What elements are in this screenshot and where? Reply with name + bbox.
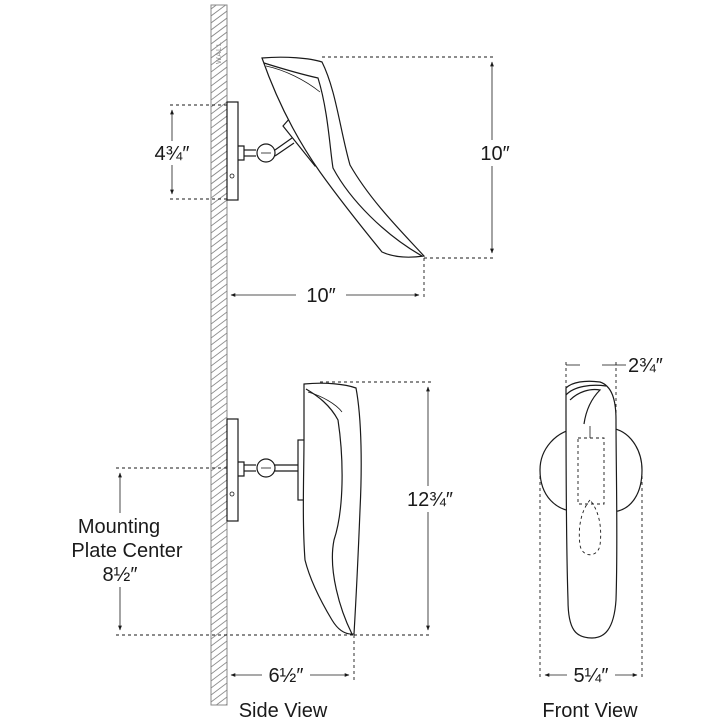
lower-extension-dimension: 6½″ (230, 635, 355, 687)
mounting-label-line2: Plate Center (71, 540, 183, 562)
front-fixture (539, 380, 643, 639)
lower-screw (229, 491, 235, 497)
side-view-label: Side View (239, 700, 328, 722)
upper-height-dimension: 10″ (322, 56, 520, 259)
mounting-label-line1: Mounting (78, 516, 160, 538)
mounting-value-label: 8½″ (103, 564, 138, 586)
upper-extension-label: 10″ (306, 285, 335, 307)
mounting-plate-dimension: Mounting Plate Center 8½″ (66, 467, 354, 636)
upper-extension-dimension: 10″ (230, 258, 425, 307)
upper-fixture (226, 56, 426, 258)
upper-plate-dimension: 4¾″ (145, 104, 227, 200)
lower-backplate (226, 418, 239, 522)
lower-shade (302, 382, 362, 635)
lower-height-label: 12¾″ (407, 489, 453, 511)
front-socket (577, 437, 605, 505)
upper-screw (229, 173, 235, 179)
upper-plate-height-label: 4¾″ (155, 143, 190, 165)
front-depth-label: 2¾″ (628, 355, 663, 377)
front-view-label: Front View (542, 700, 638, 722)
front-depth-dimension: 2¾″ (565, 355, 663, 420)
upper-backplate (226, 101, 239, 201)
front-width-dimension: 5¼″ (539, 470, 643, 687)
wall-hatching (211, 5, 227, 705)
front-shade (565, 380, 618, 639)
wall-label: WALL (216, 41, 223, 64)
lower-extension-label: 6½″ (269, 665, 304, 687)
wall: WALL (210, 4, 228, 706)
front-bulb (578, 499, 602, 556)
front-width-label: 5¼″ (574, 665, 609, 687)
lower-fixture (226, 382, 362, 635)
lower-height-dimension: 12¾″ (320, 381, 462, 636)
upper-shade (261, 56, 426, 258)
upper-height-label: 10″ (480, 143, 509, 165)
